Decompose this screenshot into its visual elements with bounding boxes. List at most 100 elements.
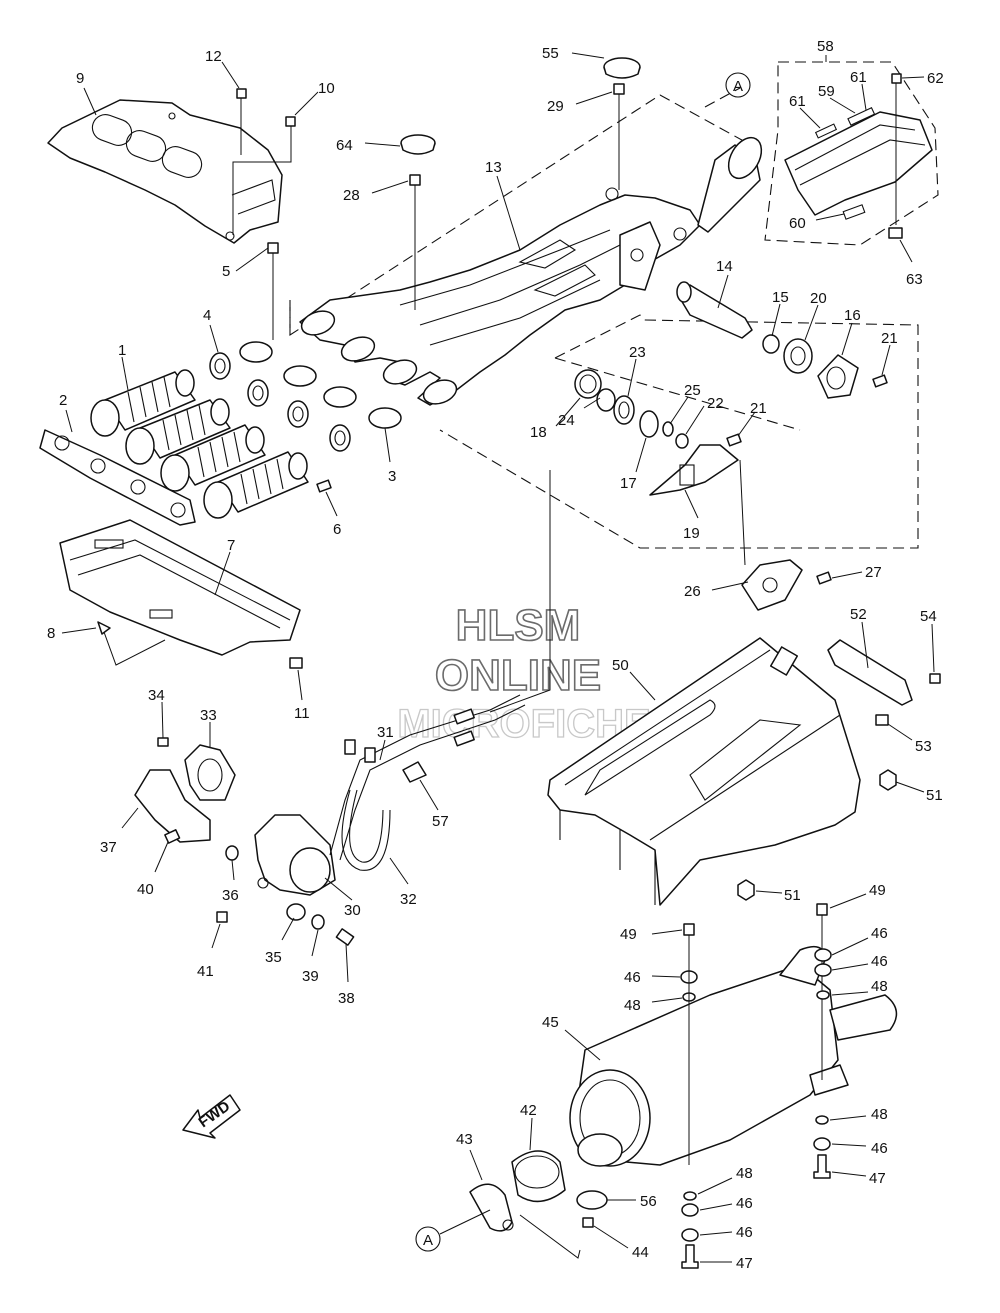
- part-59-label: [847, 107, 876, 126]
- part-35-grommet: [286, 903, 306, 921]
- part-15-seal: [762, 334, 780, 354]
- label-28: 28: [343, 187, 360, 204]
- part-30-sensor: [254, 814, 336, 896]
- part-1-exhaust-pipes: [90, 369, 309, 519]
- label-33: 33: [200, 707, 217, 724]
- part-26-bracket: [739, 459, 803, 611]
- part-8-clip: [97, 621, 166, 666]
- label-26: 26: [684, 583, 701, 600]
- part-18-spring: [574, 369, 602, 399]
- label-44: 44: [632, 1244, 649, 1261]
- label-47b: 47: [736, 1255, 753, 1272]
- part-61-label: [814, 123, 838, 139]
- part-44-bolt: [519, 1214, 594, 1259]
- part-11-nut: [289, 657, 303, 669]
- part-39-washer: [311, 914, 325, 930]
- part-41-bolt: [216, 911, 228, 923]
- label-46b: 46: [871, 925, 888, 942]
- fwd-arrow: FWD: [182, 1094, 241, 1139]
- ref-mark-a-top-label: A: [733, 78, 743, 95]
- part-55-cap: [603, 57, 641, 79]
- part-62-bolt: [891, 73, 902, 225]
- watermark-line-2: ONLINE: [435, 651, 601, 700]
- label-62: 62: [927, 70, 944, 87]
- part-7-heat-shield: [59, 519, 301, 656]
- part-60-label: [842, 204, 866, 220]
- ref-mark-a-top: A: [725, 72, 751, 98]
- label-40: 40: [137, 881, 154, 898]
- part-38-screw: [335, 928, 355, 946]
- part-53-clip: [875, 714, 889, 726]
- label-45: 45: [542, 1014, 559, 1031]
- part-6-bolt: [316, 479, 332, 493]
- label-22: 22: [707, 395, 724, 412]
- part-10-bolt: [232, 116, 296, 235]
- part-24-ring: [596, 388, 616, 412]
- label-58: 58: [817, 38, 834, 55]
- mount-hardware-rear: [813, 903, 832, 1179]
- label-17: 17: [620, 475, 637, 492]
- label-34: 34: [148, 687, 165, 704]
- part-9-heat-shield: [47, 99, 283, 244]
- label-59: 59: [818, 83, 835, 100]
- label-48b: 48: [871, 978, 888, 995]
- part-25-washer: [662, 421, 674, 437]
- label-19: 19: [683, 525, 700, 542]
- label-46e: 46: [736, 1195, 753, 1212]
- part-21-bolt-lower: [726, 433, 742, 447]
- label-46f: 46: [736, 1224, 753, 1241]
- label-10: 10: [318, 80, 335, 97]
- label-46a: 46: [624, 969, 641, 986]
- part-33-sensor-cover: [184, 744, 236, 801]
- part-57-clamp: [402, 761, 427, 783]
- label-32: 32: [400, 891, 417, 908]
- label-50: 50: [612, 657, 629, 674]
- part-27-bolt: [816, 571, 832, 585]
- label-29: 29: [547, 98, 564, 115]
- label-24: 24: [558, 412, 575, 429]
- label-46c: 46: [871, 953, 888, 970]
- label-31: 31: [377, 724, 394, 741]
- label-61b: 61: [850, 69, 867, 86]
- part-17-washer: [639, 410, 659, 438]
- part-23-ring: [613, 395, 635, 425]
- ref-mark-a-bottom-label: A: [423, 1232, 433, 1249]
- part-14-joint-pipe: [676, 281, 753, 339]
- label-27: 27: [865, 564, 882, 581]
- part-40-bolt: [164, 829, 181, 844]
- part-34-bolt: [157, 737, 169, 747]
- part-28-bolt: [409, 174, 421, 310]
- part-32-harness-loop: [341, 789, 391, 871]
- mount-hardware-center: [680, 923, 699, 1269]
- label-47a: 47: [869, 1170, 886, 1187]
- part-36-grommet: [225, 845, 239, 861]
- label-15: 15: [772, 289, 789, 306]
- label-7: 7: [227, 537, 235, 554]
- part-37-bracket: [134, 769, 211, 843]
- part-20-gasket: [783, 338, 813, 374]
- part-45-muffler: [569, 945, 898, 1167]
- part-29-bolt: [613, 83, 625, 190]
- label-23: 23: [629, 344, 646, 361]
- part-31-harness: [329, 694, 526, 861]
- label-6: 6: [333, 521, 341, 538]
- part-56-cap: [576, 1190, 608, 1210]
- label-2: 2: [59, 392, 67, 409]
- label-25: 25: [684, 382, 701, 399]
- label-63: 63: [906, 271, 923, 288]
- part-54-bolt: [929, 673, 941, 684]
- label-18: 18: [530, 424, 547, 441]
- part-51-nut: [879, 769, 897, 791]
- label-30: 30: [344, 902, 361, 919]
- label-3: 3: [388, 468, 396, 485]
- label-56: 56: [640, 1193, 657, 1210]
- label-13: 13: [485, 159, 502, 176]
- label-5: 5: [222, 263, 230, 280]
- label-57: 57: [432, 813, 449, 830]
- part-52-bracket: [827, 639, 913, 706]
- label-35: 35: [265, 949, 282, 966]
- part-number-labels: 1 2 3 4 5 6 7 8 9 10 11 12 13 14 15 16 1…: [47, 38, 944, 1272]
- part-42-pipe-joint: [511, 1150, 566, 1203]
